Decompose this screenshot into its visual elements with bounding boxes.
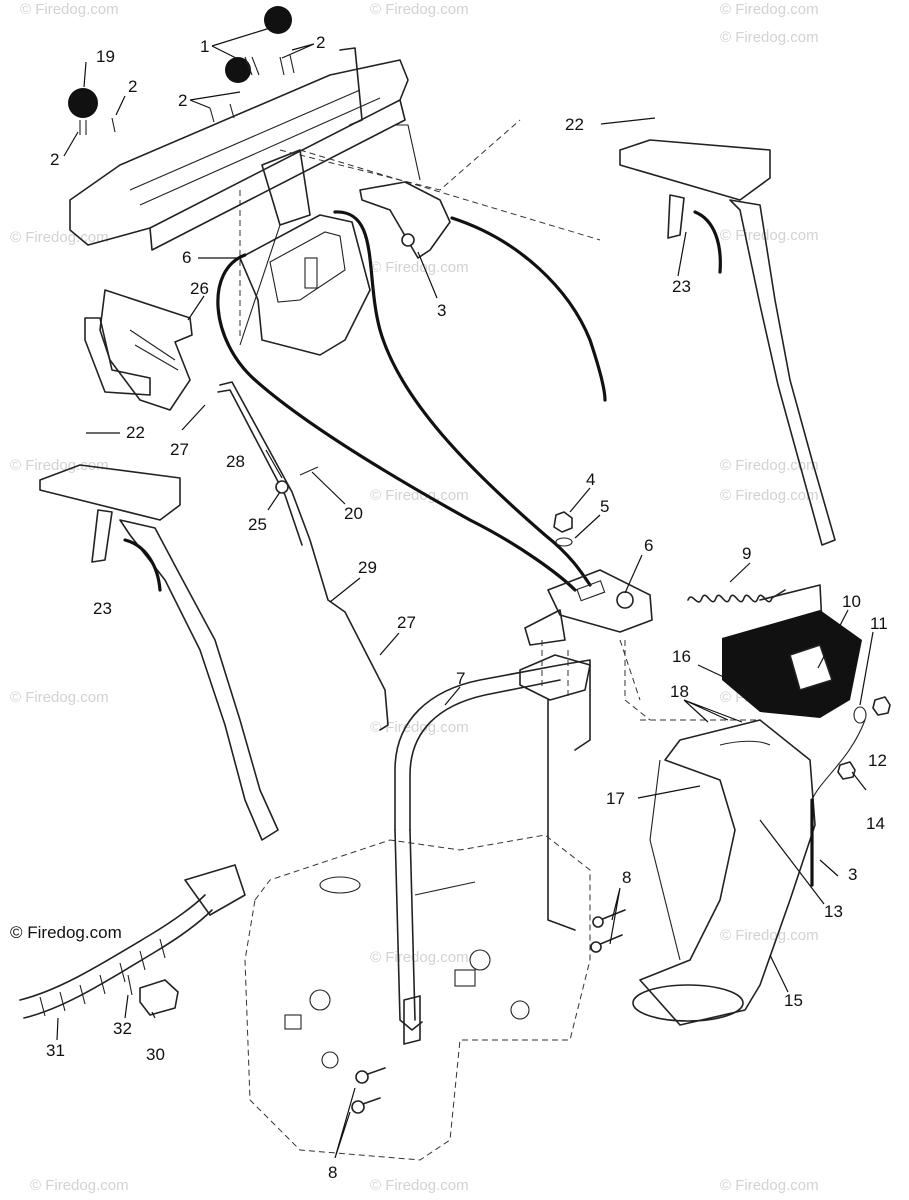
callout-22: 22 <box>126 423 145 442</box>
watermark: © Firedog.com <box>720 1 819 18</box>
knob <box>264 6 292 34</box>
callout-labels: 1 2 2 2 2 19 6 3 22 23 26 27 22 28 20 25… <box>10 33 888 1182</box>
watermark: © Firedog.com <box>10 689 109 706</box>
callout-14: 14 <box>866 814 885 833</box>
watermark: © Firedog.com <box>720 487 819 504</box>
knob <box>225 57 251 83</box>
watermark: © Firedog.com <box>30 1177 129 1194</box>
callout-31: 31 <box>46 1041 65 1060</box>
nut-washer <box>553 511 573 547</box>
watermark: © Firedog.com <box>20 1 119 18</box>
callout-6: 6 <box>644 536 653 555</box>
shift-panel <box>239 214 371 356</box>
callout-12: 12 <box>868 751 887 770</box>
watermark: © Firedog.com <box>370 1177 469 1194</box>
callout-8: 8 <box>328 1163 337 1182</box>
watermark: © Firedog.com <box>720 29 819 46</box>
watermark: © Firedog.com <box>720 1177 819 1194</box>
handle-knobs <box>68 6 295 135</box>
callout-23: 23 <box>672 277 691 296</box>
switch <box>127 974 179 1016</box>
auger-control <box>359 124 451 259</box>
chute-control-base <box>524 569 653 646</box>
callout-17: 17 <box>606 789 625 808</box>
callout-20: 20 <box>344 504 363 523</box>
callout-26: 26 <box>190 279 209 298</box>
callout-1: 1 <box>200 37 209 56</box>
callout-27: 27 <box>397 613 416 632</box>
spring <box>687 589 786 603</box>
callout-30: 30 <box>146 1045 165 1064</box>
control-bracket <box>84 289 193 411</box>
right-handle <box>619 139 836 546</box>
callout-5: 5 <box>600 497 609 516</box>
control-cables <box>216 210 607 592</box>
lower-handle <box>394 654 591 1045</box>
callout-29: 29 <box>358 558 377 577</box>
reference-lines <box>541 640 651 721</box>
callout-13: 13 <box>824 902 843 921</box>
watermark: © Firedog.com <box>10 457 109 474</box>
discharge-chute <box>632 719 816 1026</box>
watermark: © Firedog.com <box>720 227 819 244</box>
callout-32: 32 <box>113 1019 132 1038</box>
watermark: © Firedog.com <box>720 927 819 944</box>
watermark: © Firedog.com <box>370 949 469 966</box>
callout-3: 3 <box>848 865 857 884</box>
watermark: © Firedog.com <box>720 457 819 474</box>
shift-rod <box>217 381 389 731</box>
callout-28: 28 <box>226 452 245 471</box>
callout-16: 16 <box>672 647 691 666</box>
callout-2: 2 <box>316 33 325 52</box>
callout-2: 2 <box>50 150 59 169</box>
bolts <box>351 909 626 1114</box>
watermark-layer: © Firedog.com © Firedog.com © Firedog.co… <box>10 1 819 1194</box>
callout-25: 25 <box>248 515 267 534</box>
callout-3: 3 <box>437 301 446 320</box>
watermark: © Firedog.com <box>370 487 469 504</box>
callout-23: 23 <box>93 599 112 618</box>
callout-6: 6 <box>182 248 191 267</box>
copyright-notice: © Firedog.com <box>10 923 122 942</box>
watermark: © Firedog.com <box>370 259 469 276</box>
upper-handle-frame <box>69 47 601 346</box>
callout-10: 10 <box>842 592 861 611</box>
callout-19: 19 <box>96 47 115 66</box>
callout-22: 22 <box>565 115 584 134</box>
callout-4: 4 <box>586 470 595 489</box>
callout-18: 18 <box>670 682 689 701</box>
hardware <box>811 696 891 801</box>
watermark: © Firedog.com <box>370 1 469 18</box>
left-handle <box>39 464 279 841</box>
callout-2: 2 <box>178 91 187 110</box>
deflector <box>619 584 862 721</box>
callout-2: 2 <box>128 77 137 96</box>
leader-lines <box>56 27 874 1159</box>
callout-9: 9 <box>742 544 751 563</box>
engine-housing <box>244 834 591 1161</box>
watermark: © Firedog.com <box>370 719 469 736</box>
callout-15: 15 <box>784 991 803 1010</box>
callout-11: 11 <box>870 614 888 633</box>
knob <box>68 88 98 118</box>
flexible-hose <box>19 864 246 1019</box>
callout-7: 7 <box>456 669 465 688</box>
callout-8: 8 <box>622 868 631 887</box>
callout-27: 27 <box>170 440 189 459</box>
